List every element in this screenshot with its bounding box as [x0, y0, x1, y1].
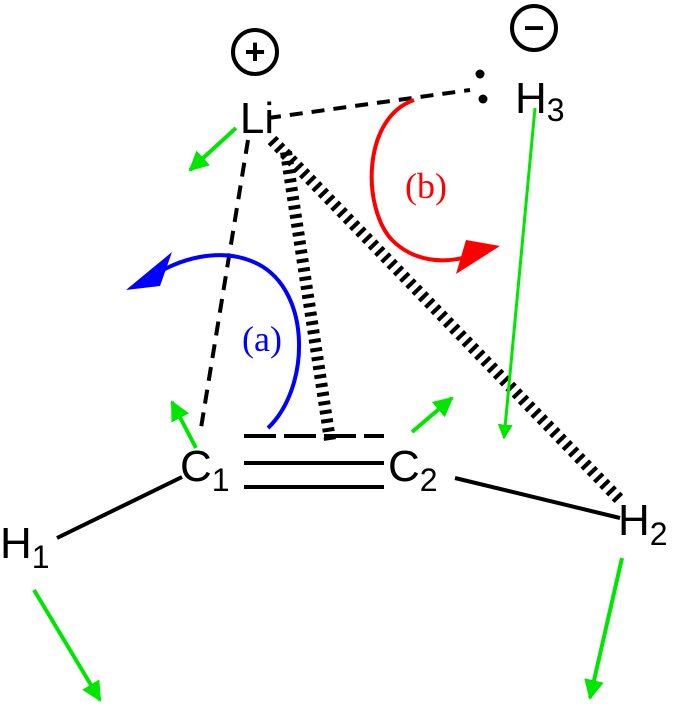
h3-charge-sign: − — [523, 7, 544, 48]
h3-atom: H3 − — [510, 4, 565, 128]
h3-symbol: H — [515, 74, 547, 123]
bonds — [56, 88, 625, 540]
h1-subscript: 1 — [32, 539, 50, 575]
c2-label: C2 — [388, 442, 438, 498]
li-h2-hashed-bond — [267, 135, 625, 505]
motion-b: (b) — [369, 98, 500, 274]
c2-symbol: C — [388, 442, 420, 491]
c1-symbol: C — [180, 442, 212, 491]
c2-h2-bond — [454, 476, 621, 520]
h3-subscript: 3 — [547, 92, 565, 128]
h1-label: H1 — [0, 519, 50, 575]
h3-lone-pair — [475, 69, 488, 104]
li-displacement-arrow — [188, 126, 238, 172]
c1-subscript: 1 — [212, 462, 230, 498]
li-cc-hashed-bond — [280, 151, 336, 441]
c1-label: C1 — [180, 442, 230, 498]
h3-displacement-arrow — [497, 107, 537, 440]
c2-displacement-arrow — [410, 396, 454, 434]
li-atom: Li + — [231, 28, 279, 143]
li-h3-bond — [267, 88, 471, 120]
h2-displacement-arrow — [584, 557, 624, 700]
h3-label: H3 — [515, 74, 565, 128]
c1-displacement-arrow — [170, 400, 198, 449]
li-charge-sign: + — [244, 31, 265, 72]
c2-subscript: 2 — [420, 462, 438, 498]
li-charge-circle — [231, 28, 279, 76]
motion-a: (a) — [126, 252, 302, 430]
h1-symbol: H — [0, 519, 32, 568]
displacement-vectors — [32, 107, 624, 702]
h2-label: H2 — [618, 496, 668, 552]
motion-b-arrowhead — [456, 240, 500, 274]
h1-displacement-arrow — [32, 588, 102, 702]
li-c1-bond — [199, 139, 250, 429]
h2-subscript: 2 — [650, 516, 668, 552]
c1-h1-bond — [56, 475, 183, 540]
motion-b-arc — [369, 98, 471, 263]
motion-b-label: (b) — [405, 166, 447, 206]
li-label: Li — [240, 94, 274, 143]
motion-a-arrowhead — [126, 252, 172, 290]
motion-a-arc — [148, 253, 302, 430]
h3-charge-circle — [510, 4, 558, 52]
motion-a-label: (a) — [242, 319, 282, 359]
h2-symbol: H — [618, 496, 650, 545]
